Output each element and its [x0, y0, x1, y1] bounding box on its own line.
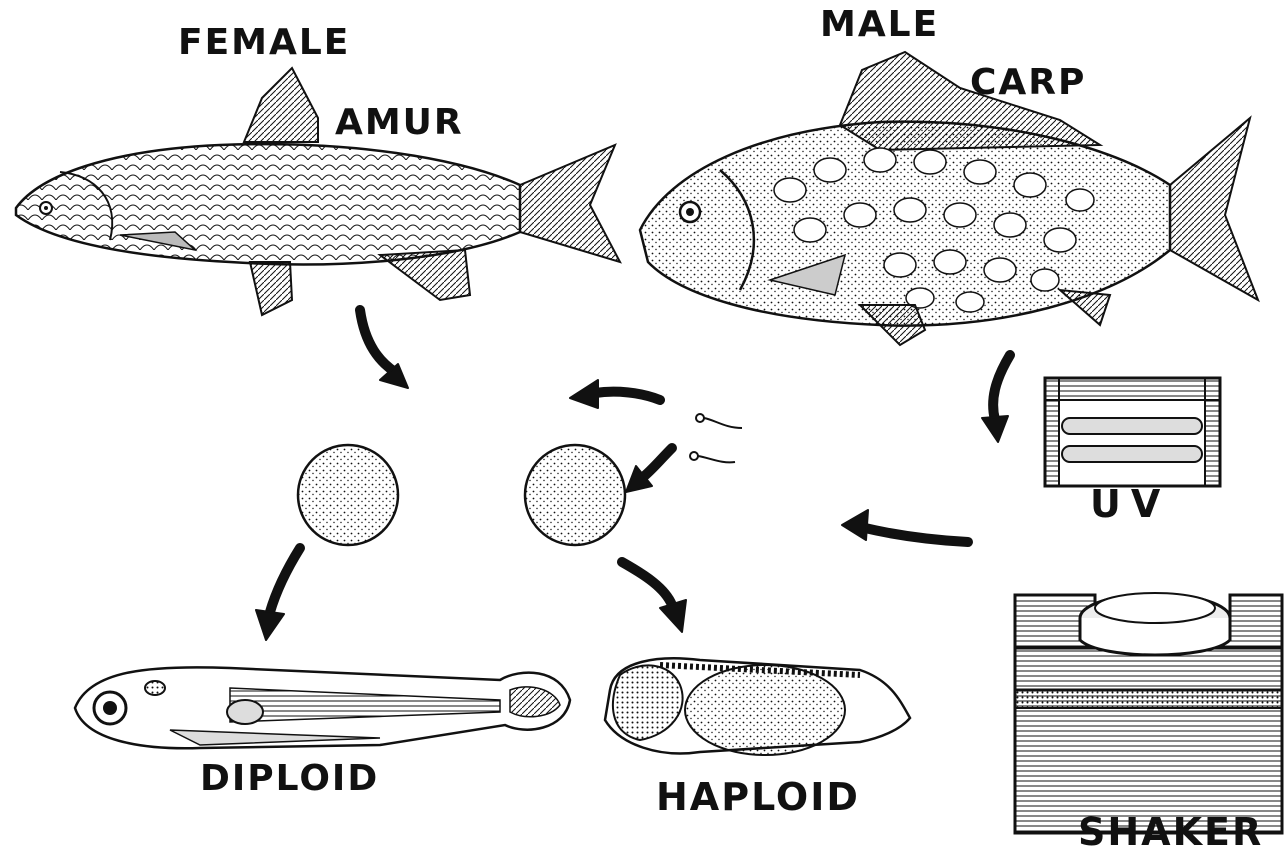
amur-label: AMUR — [335, 102, 464, 143]
female-label: FEMALE — [178, 22, 350, 63]
diploid-larva — [75, 667, 570, 748]
haploid-larva — [605, 658, 910, 755]
male-label: MALE — [820, 4, 939, 45]
uv-lamp-box — [1045, 378, 1220, 486]
shaker-device — [1015, 593, 1282, 833]
amur-fish — [16, 68, 620, 315]
carp-fish — [640, 52, 1258, 345]
egg-haploid-path — [525, 445, 625, 545]
carp-label: CARP — [970, 62, 1086, 103]
diploid-label: DIPLOID — [200, 758, 379, 799]
egg-diploid-path — [298, 445, 398, 545]
sperm-cells — [690, 414, 742, 462]
uv-label: UV — [1090, 482, 1170, 526]
haploid-label: HAPLOID — [656, 775, 860, 819]
shaker-label: SHAKER — [1078, 810, 1263, 854]
